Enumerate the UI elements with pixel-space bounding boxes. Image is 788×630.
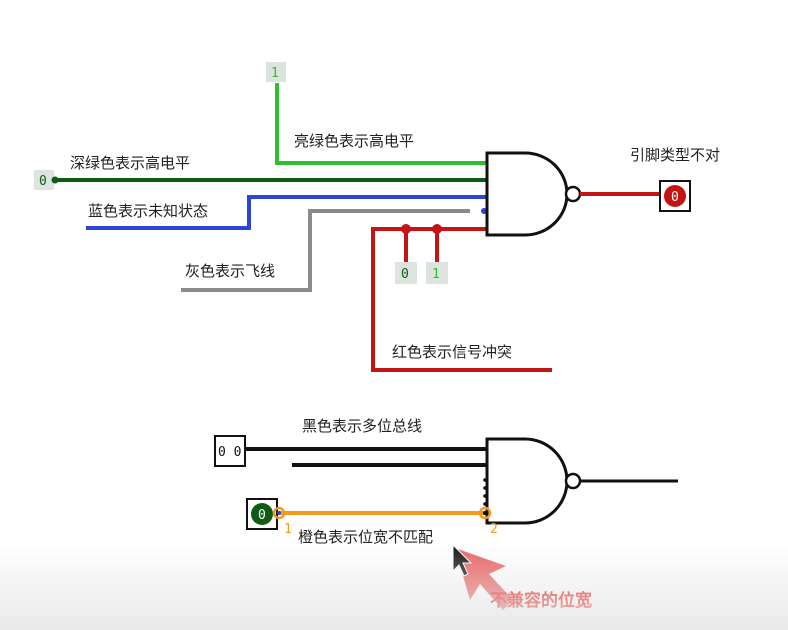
nand-gate-top[interactable] [485,151,569,237]
dark-green-pin-value: 0 [39,174,47,189]
nand-gate-top-bubble [564,185,582,203]
red-conflict-label: 红色表示信号冲突 [392,343,512,361]
green-input-value: 0 [258,508,266,523]
orange-end-right [478,506,492,520]
blue-label: 蓝色表示未知状态 [88,202,208,220]
gray-label: 灰色表示飞线 [185,262,275,280]
red-junction-b [432,224,442,234]
incompatible-width-annotation: 不兼容的位宽 [490,590,592,611]
orange-end-right-dot [483,511,487,515]
dark-green-label: 深绿色表示高电平 [70,154,190,172]
bright-green-pin-value: 1 [271,66,279,81]
width-left-label: 1 [284,522,292,537]
bus-input-value: 0 0 [218,445,241,460]
gray-wire [181,209,470,292]
top-output-value: 0 [671,190,679,205]
red-conflict-wire [371,227,552,372]
red-pin-b[interactable] [426,262,448,284]
green-input-led [251,503,273,525]
red-pin-b-value: 1 [432,267,440,282]
wrong-pin-label: 引脚类型不对 [630,146,720,164]
dark-green-pin[interactable] [34,170,54,190]
red-junction-a [401,224,411,234]
red-pin-a[interactable] [395,262,417,284]
nand-gate-bottom[interactable] [485,437,569,525]
orange-label: 橙色表示位宽不匹配 [298,528,433,546]
blue-wire [86,195,487,230]
top-output-led [664,185,686,207]
orange-end-left-dot [277,511,281,515]
black-bus-label: 黑色表示多位总线 [302,417,422,435]
dark-green-junction [51,176,59,184]
bright-green-wire [275,83,487,165]
bus-input-pin[interactable] [214,435,246,467]
width-right-label: 2 [490,522,498,537]
bright-green-pin[interactable] [266,62,286,82]
red-pin-a-value: 0 [401,267,409,282]
nand-gate-bottom-bubble [564,472,582,490]
orange-end-left [272,506,286,520]
bright-green-label: 亮绿色表示高电平 [294,132,414,150]
